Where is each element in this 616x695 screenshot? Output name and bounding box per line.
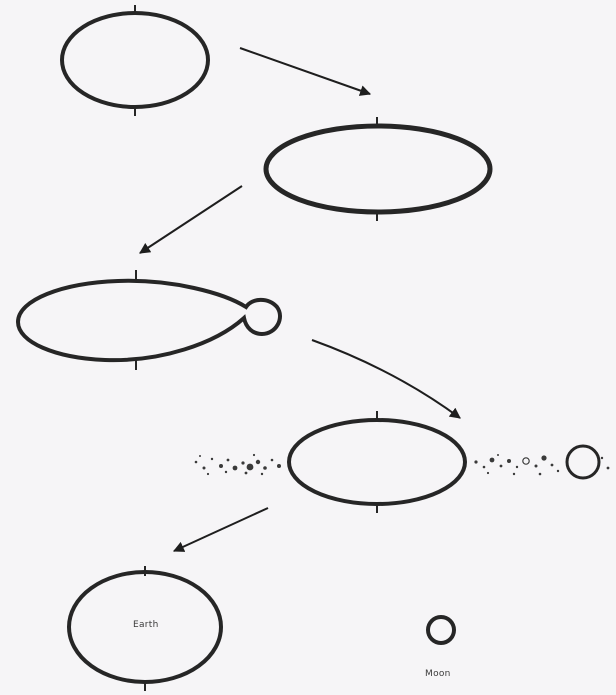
arrow-2: [139, 185, 243, 254]
stage-1-spheroid: [60, 5, 210, 116]
moon-label: Moon: [425, 669, 451, 679]
moon-body: Moon: [425, 615, 456, 679]
earth-body: Earth: [67, 566, 223, 691]
stage-3-pear-shape: [15, 270, 282, 370]
earth-label: Earth: [133, 620, 159, 630]
arrow-3: [311, 339, 461, 419]
arrow-4: [172, 507, 269, 552]
stage-2-oblate-spheroid: [263, 117, 493, 221]
stage-4-debris-ring: [194, 411, 610, 513]
forming-moon: [565, 444, 601, 480]
debris-right: [474, 454, 610, 476]
debris-left: [194, 453, 281, 476]
arrow-1: [239, 47, 372, 96]
